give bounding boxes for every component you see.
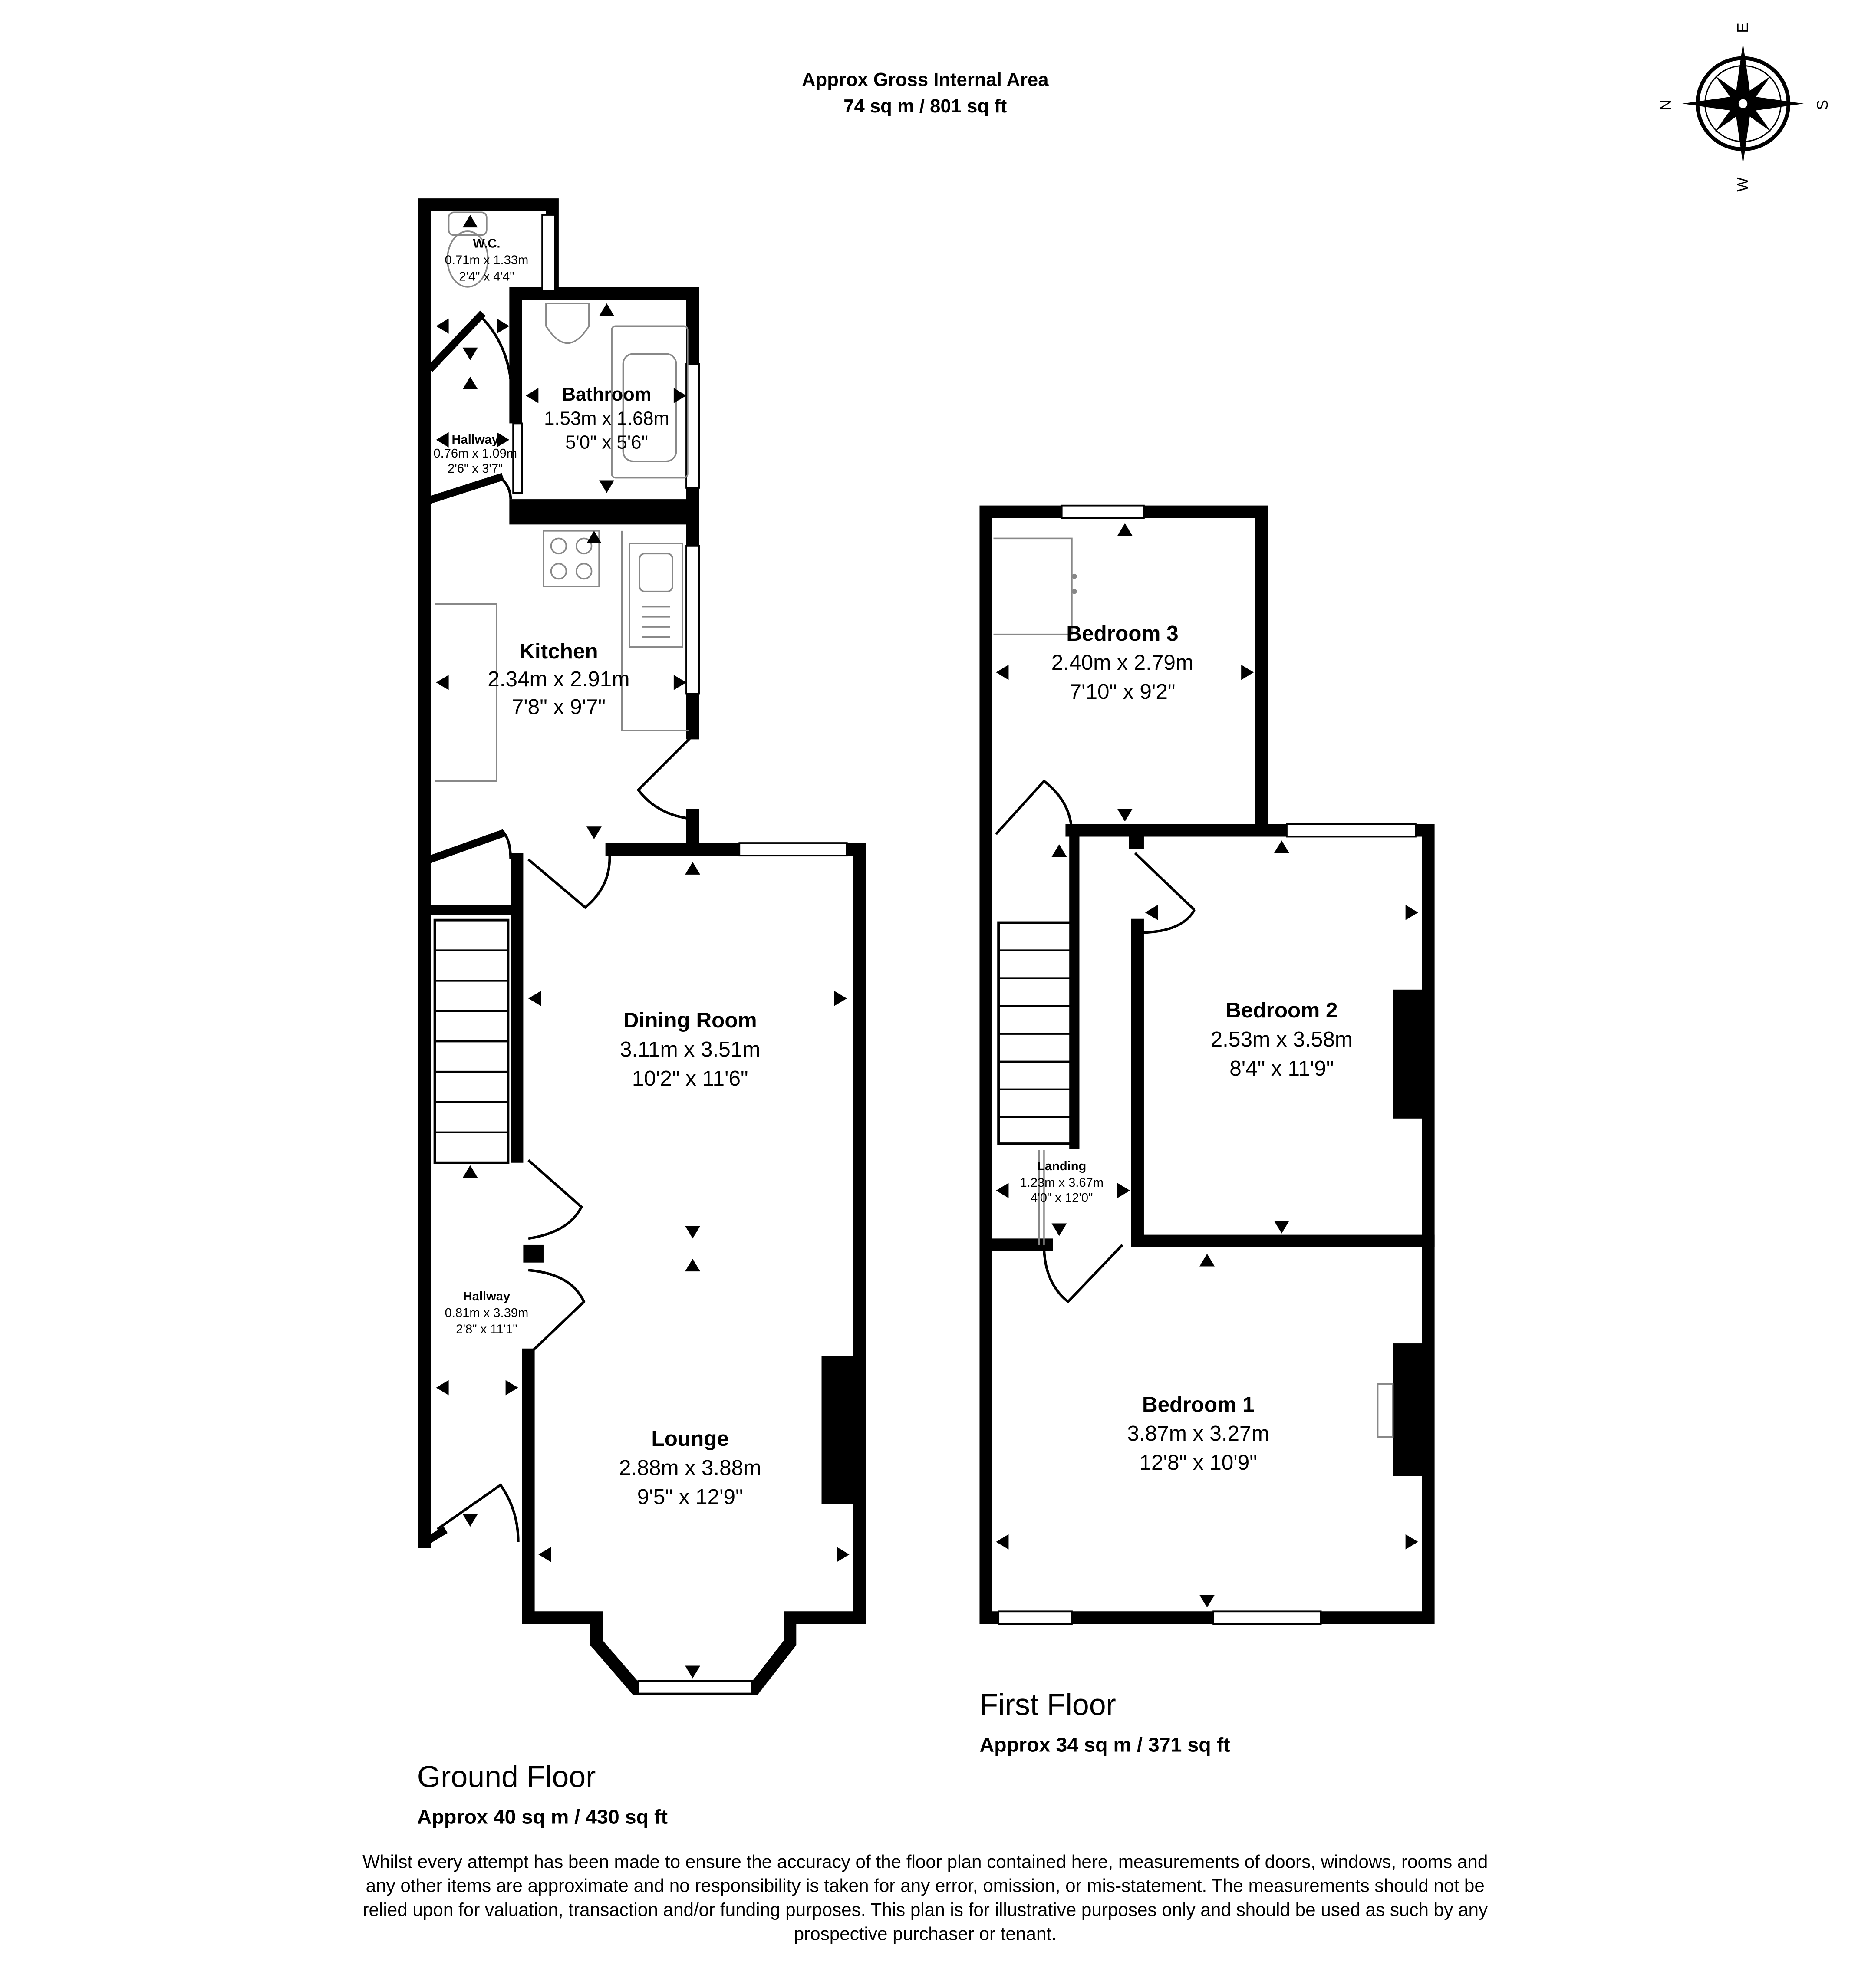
door-swings bbox=[995, 779, 1196, 1303]
header-total-area: 74 sq m / 801 sq ft bbox=[843, 95, 1007, 117]
room-bedroom-2: Bedroom 2 2.53m x 3.58m 8'4" x 11'9" bbox=[1211, 998, 1353, 1080]
ground-floor-title: Ground Floor bbox=[417, 1760, 596, 1794]
compass-east: E bbox=[1735, 23, 1752, 33]
header-title: Approx Gross Internal Area bbox=[802, 69, 1049, 90]
room-name: Landing bbox=[1037, 1159, 1086, 1173]
room-name: Lounge bbox=[651, 1427, 729, 1451]
room-metric: 0.76m x 1.09m bbox=[433, 447, 517, 461]
room-imperial: 7'8" x 9'7" bbox=[512, 695, 606, 719]
window bbox=[1061, 504, 1145, 519]
room-metric: 2.34m x 2.91m bbox=[488, 667, 629, 691]
first-floor-title: First Floor bbox=[979, 1688, 1116, 1721]
fixtures bbox=[435, 211, 689, 782]
window bbox=[1212, 1610, 1322, 1625]
staircase bbox=[433, 918, 510, 1164]
room-metric: 0.71m x 1.33m bbox=[445, 253, 529, 267]
room-imperial: 2'4" x 4'4" bbox=[459, 270, 514, 283]
disclaimer-line: relied upon for valuation, transaction a… bbox=[362, 1899, 1488, 1920]
room-imperial: 7'10" x 9'2" bbox=[1070, 680, 1176, 704]
room-bathroom: Bathroom 1.53m x 1.68m 5'0" x 5'6" bbox=[544, 384, 669, 453]
room-metric: 1.23m x 3.67m bbox=[1020, 1176, 1104, 1190]
room-imperial: 5'0" x 5'6" bbox=[565, 432, 648, 453]
room-lounge: Lounge 2.88m x 3.88m 9'5" x 12'9" bbox=[619, 1427, 761, 1509]
room-hallway-upper: Hallway 0.76m x 1.09m 2'6" x 3'7" bbox=[433, 433, 517, 476]
room-imperial: 2'8" x 11'1" bbox=[456, 1323, 517, 1336]
compass-rose-icon bbox=[1682, 43, 1804, 165]
room-imperial: 9'5" x 12'9" bbox=[637, 1485, 743, 1509]
window bbox=[738, 842, 848, 857]
room-name: W.C. bbox=[473, 237, 500, 251]
room-wc: W.C. 0.71m x 1.33m 2'4" x 4'4" bbox=[445, 237, 529, 284]
window bbox=[685, 545, 700, 695]
room-metric: 3.87m x 3.27m bbox=[1127, 1422, 1269, 1445]
room-imperial: 4'0" x 12'0" bbox=[1031, 1191, 1093, 1205]
room-name: Bedroom 2 bbox=[1225, 998, 1337, 1022]
room-metric: 3.11m x 3.51m bbox=[620, 1037, 761, 1061]
compass-north: N bbox=[1657, 99, 1674, 110]
disclaimer-line: prospective purchaser or tenant. bbox=[794, 1923, 1057, 1944]
room-name: Dining Room bbox=[623, 1008, 757, 1032]
room-kitchen: Kitchen 2.34m x 2.91m 7'8" x 9'7" bbox=[488, 639, 629, 719]
window bbox=[998, 1610, 1073, 1625]
room-metric: 1.53m x 1.68m bbox=[544, 408, 669, 429]
room-name: Hallway bbox=[452, 433, 499, 447]
window bbox=[512, 422, 523, 494]
measurement-arrows bbox=[996, 523, 1418, 1608]
disclaimer-line: Whilst every attempt has been made to en… bbox=[362, 1851, 1488, 1872]
room-imperial: 10'2" x 11'6" bbox=[632, 1066, 748, 1090]
room-landing: Landing 1.23m x 3.67m 4'0" x 12'0" bbox=[1020, 1159, 1104, 1205]
staircase bbox=[997, 921, 1073, 1245]
measurement-arrows bbox=[436, 215, 850, 1679]
room-bedroom-3: Bedroom 3 2.40m x 2.79m 7'10" x 9'2" bbox=[1051, 622, 1193, 704]
window bbox=[541, 214, 556, 292]
room-imperial: 2'6" x 3'7" bbox=[448, 462, 503, 476]
room-metric: 2.40m x 2.79m bbox=[1051, 651, 1193, 675]
first-floor-walls bbox=[979, 505, 1435, 1624]
room-imperial: 8'4" x 11'9" bbox=[1229, 1057, 1334, 1080]
room-dining-room: Dining Room 3.11m x 3.51m 10'2" x 11'6" bbox=[620, 1008, 761, 1090]
room-name: Bathroom bbox=[562, 384, 651, 405]
window bbox=[637, 1680, 753, 1695]
window bbox=[685, 363, 700, 489]
room-name: Kitchen bbox=[519, 639, 598, 663]
room-name: Bedroom 3 bbox=[1066, 622, 1178, 645]
room-metric: 2.88m x 3.88m bbox=[619, 1456, 761, 1480]
window bbox=[1286, 823, 1417, 838]
room-metric: 2.53m x 3.58m bbox=[1211, 1027, 1353, 1051]
room-bedroom-1: Bedroom 1 3.87m x 3.27m 12'8" x 10'9" bbox=[1127, 1392, 1269, 1475]
door-swings bbox=[435, 314, 694, 1542]
fixtures bbox=[993, 537, 1394, 1438]
room-name: Hallway bbox=[463, 1290, 511, 1303]
ground-floor-area: Approx 40 sq m / 430 sq ft bbox=[417, 1805, 668, 1828]
first-floor-area: Approx 34 sq m / 371 sq ft bbox=[979, 1733, 1230, 1756]
room-hallway-lower: Hallway 0.81m x 3.39m 2'8" x 11'1" bbox=[445, 1290, 529, 1336]
disclaimer-line: any other items are approximate and no r… bbox=[366, 1876, 1485, 1896]
room-metric: 0.81m x 3.39m bbox=[445, 1306, 529, 1320]
compass-south: S bbox=[1814, 100, 1831, 110]
room-name: Bedroom 1 bbox=[1142, 1392, 1254, 1416]
room-imperial: 12'8" x 10'9" bbox=[1139, 1451, 1257, 1475]
compass-west: W bbox=[1735, 178, 1752, 192]
disclaimer: Whilst every attempt has been made to en… bbox=[362, 1851, 1488, 1944]
